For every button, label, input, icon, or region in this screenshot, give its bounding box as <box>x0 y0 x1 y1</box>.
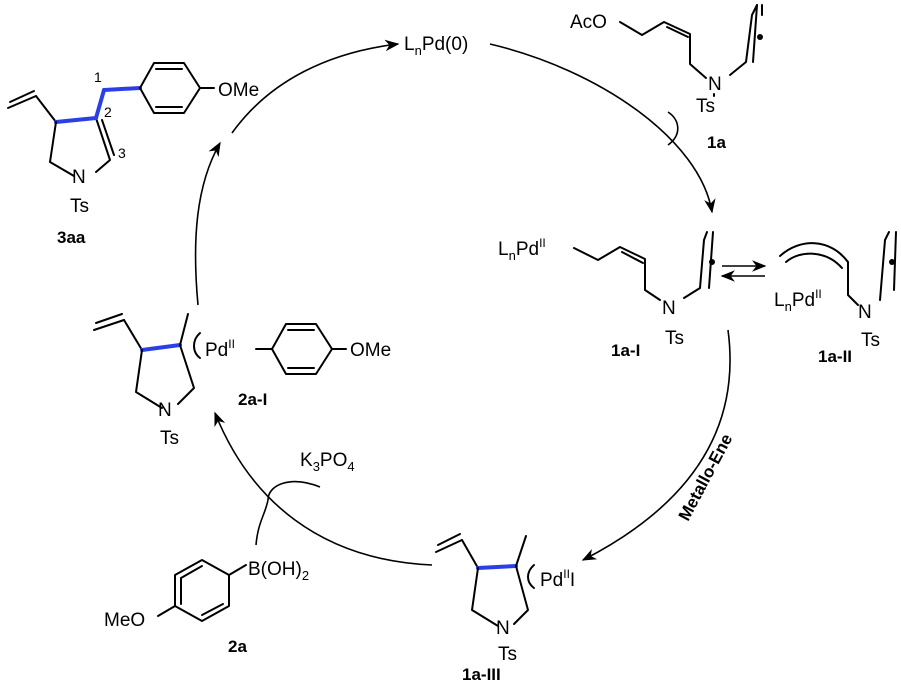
svg-text:1a: 1a <box>707 133 726 152</box>
svg-text:1a-III: 1a-III <box>462 665 501 684</box>
svg-text:AcO: AcO <box>570 12 607 33</box>
svg-text:N: N <box>858 302 872 323</box>
svg-text:PdIII: PdIII <box>540 567 575 591</box>
svg-text:Ts: Ts <box>696 96 715 117</box>
svg-text:B(OH)2: B(OH)2 <box>248 559 309 583</box>
species-1a-II: LnPdII N Ts 1a-II <box>774 231 897 366</box>
species-1a-III: PdIII N Ts 1a-III <box>435 533 575 684</box>
svg-text:LnPdII: LnPdII <box>774 287 822 314</box>
svg-text:1a-II: 1a-II <box>818 347 852 366</box>
svg-text:Ts: Ts <box>70 196 89 217</box>
svg-text:MeO: MeO <box>104 610 145 631</box>
svg-text:Ts: Ts <box>861 330 880 351</box>
svg-text:N: N <box>496 618 510 639</box>
svg-text:PdII: PdII <box>205 337 235 361</box>
svg-text:OMe: OMe <box>350 340 391 361</box>
svg-text:LnPdII: LnPdII <box>498 236 546 263</box>
arrow-2aI-to-3aa <box>194 141 221 306</box>
svg-text:2a-I: 2a-I <box>238 390 267 409</box>
svg-text:Ts: Ts <box>498 644 517 665</box>
arrow-1aIII-to-2aI <box>214 411 433 566</box>
svg-text:N: N <box>158 400 172 421</box>
species-1a-I: LnPdII N Ts 1a-I <box>498 231 715 360</box>
svg-text:3: 3 <box>118 145 126 161</box>
svg-text:2: 2 <box>104 104 112 120</box>
svg-text:1a-I: 1a-I <box>611 341 640 360</box>
arrow-3aa-to-pd0 <box>231 39 400 134</box>
svg-text:2a: 2a <box>228 637 247 656</box>
svg-text:LnPd(0): LnPd(0) <box>404 34 468 58</box>
reagent-hook-base <box>267 480 321 501</box>
step-metallo-ene: Metallo-Ene <box>675 431 737 524</box>
svg-text:N: N <box>708 74 722 95</box>
reagent-k3po4: K3PO4 <box>300 450 355 474</box>
species-1a: AcO N Ts 1a <box>570 4 763 152</box>
arrow-1aI-to-1aIII <box>581 329 731 561</box>
svg-text:N: N <box>662 298 676 319</box>
svg-text:Ts: Ts <box>665 328 684 349</box>
svg-text:1: 1 <box>94 69 102 85</box>
reagent-hook-1a <box>667 111 679 146</box>
arrow-pd0-to-1aI <box>489 43 716 214</box>
species-pd0: LnPd(0) <box>404 34 468 58</box>
svg-text:K3PO4: K3PO4 <box>300 450 355 474</box>
species-2a: B(OH)2 MeO 2a <box>104 559 309 656</box>
svg-text:3aa: 3aa <box>57 228 86 247</box>
svg-text:OMe: OMe <box>218 80 259 101</box>
svg-text:Ts: Ts <box>160 428 179 449</box>
species-3aa: OMe 1 2 3 N Ts 3aa <box>7 62 259 247</box>
svg-text:N: N <box>72 167 86 188</box>
reagent-hook-boronic <box>255 499 269 546</box>
species-2a-I: PdII OMe N Ts 2a-I <box>93 313 391 449</box>
